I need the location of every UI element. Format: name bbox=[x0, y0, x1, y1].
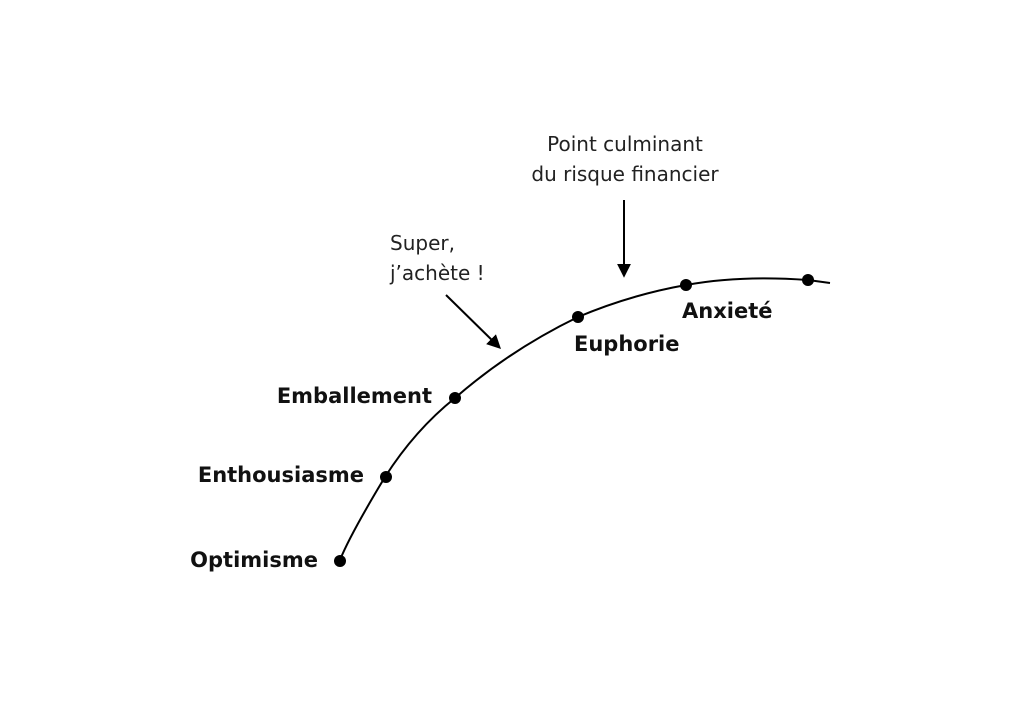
stage-dot-emballement bbox=[449, 392, 461, 404]
annotation-buy-arrow bbox=[445, 294, 501, 349]
stage-dot-anxiete bbox=[680, 279, 692, 291]
annotation-peak-line1: Point culminant bbox=[547, 132, 703, 156]
stage-label-optimisme: Optimisme bbox=[190, 548, 318, 572]
stage-label-anxiete: Anxieté bbox=[682, 299, 772, 323]
annotation-buy-line1: Super, bbox=[390, 231, 455, 255]
stage-label-euphorie: Euphorie bbox=[574, 332, 680, 356]
stage-dot-peak-end bbox=[802, 274, 814, 286]
stage-label-enthousiasme: Enthousiasme bbox=[198, 463, 364, 487]
stage-dot-optimisme bbox=[334, 555, 346, 567]
stage-dot-enthousiasme bbox=[380, 471, 392, 483]
stage-dot-euphorie bbox=[572, 311, 584, 323]
annotation-peak-line2: du risque financier bbox=[531, 162, 719, 186]
annotation-buy-line2: j’achète ! bbox=[389, 261, 485, 285]
stage-label-emballement: Emballement bbox=[277, 384, 432, 408]
